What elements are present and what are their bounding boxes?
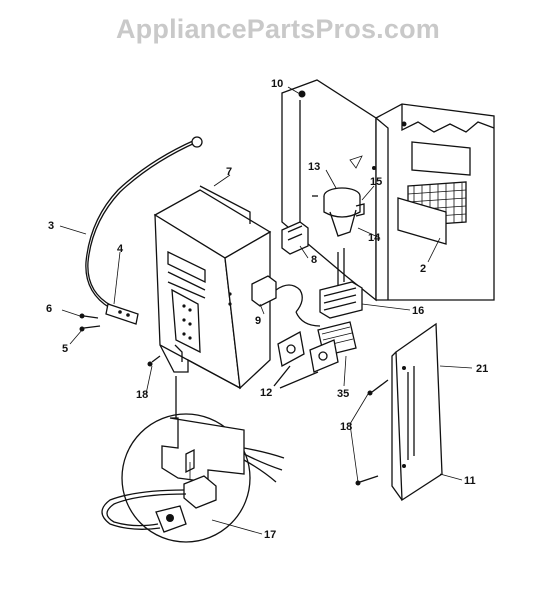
callout-18-left: 18 [136,389,148,401]
callout-7: 7 [226,166,232,178]
small-bracket [105,303,139,325]
leader-lines [59,86,473,535]
ground-wire [85,136,203,309]
callout-13: 13 [308,161,320,173]
callout-17: 17 [264,529,276,541]
callout-10: 10 [271,78,283,90]
callout-6: 6 [46,303,52,315]
callout-15: 15 [370,176,382,188]
callout-8: 8 [311,254,317,266]
filter-screen [397,181,467,245]
side-panel [355,322,443,502]
callout-14: 14 [368,232,381,244]
main-bracket-box [153,185,272,390]
callout-2: 2 [420,263,426,275]
connector-plug [251,275,303,313]
callout-3: 3 [48,220,54,232]
terminal-block [281,221,309,255]
callout-21: 21 [476,363,488,375]
screws-left [79,313,161,367]
callout-16: 16 [412,305,424,317]
callout-18-right: 18 [340,421,352,433]
callout-4: 4 [117,243,124,255]
callout-12: 12 [260,387,272,399]
mounting-plates [273,330,339,389]
callout-11: 11 [464,475,476,487]
callout-35: 35 [337,388,349,400]
clip-component [312,187,365,237]
watermark-text: AppliancePartsPros.com [115,14,440,44]
callout-9: 9 [255,315,261,327]
detail-inset [101,376,285,543]
callout-5: 5 [62,343,68,355]
